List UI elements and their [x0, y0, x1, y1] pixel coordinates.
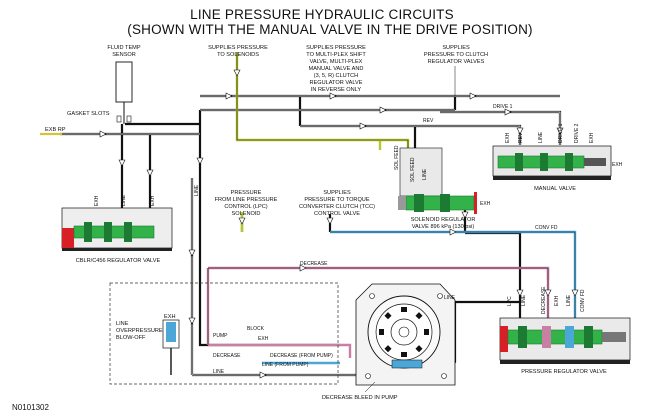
overpressure-label-3: BLOW-OFF: [116, 335, 146, 341]
svg-text:PRESSURE TO TORQUE: PRESSURE TO TORQUE: [304, 197, 369, 203]
svg-text:CONTROL (LPC): CONTROL (LPC): [224, 204, 267, 210]
cblr-port-labels: EXH LINE EXH: [94, 194, 156, 206]
fluid-temp-label-2: SENSOR: [112, 52, 136, 58]
block-label: BLOCK: [247, 326, 265, 332]
svg-text:REV: REV: [518, 132, 524, 143]
pipe-highlights: [60, 95, 561, 376]
manual-valve-port-labels: EXH REV LINE DRIVE 1 DRIVE 2 EXH EXH: [505, 123, 623, 168]
box-line-label: LINE: [213, 369, 225, 375]
svg-text:EXH: EXH: [94, 195, 100, 206]
svg-text:(3, 5, R) CLUTCH: (3, 5, R) CLUTCH: [314, 73, 358, 79]
lpc-annotation: PRESSURE FROM LINE PRESSURE CONTROL (LPC…: [215, 190, 278, 217]
svg-text:EXH: EXH: [612, 162, 623, 168]
svg-text:EXH: EXH: [589, 132, 595, 143]
svg-text:CONV FD: CONV FD: [580, 289, 586, 312]
pump-assembly: [355, 283, 456, 386]
fluid-temp-label-1: FLUID TEMP: [107, 45, 140, 51]
svg-text:REGULATOR VALVES: REGULATOR VALVES: [428, 59, 485, 65]
decrease-label-2: DECREASE: [213, 353, 241, 359]
svg-text:LINE: LINE: [121, 194, 127, 206]
svg-text:SOLENOID: SOLENOID: [232, 211, 261, 217]
svg-text:SUPPLIES PRESSURE: SUPPLIES PRESSURE: [306, 45, 366, 51]
svg-text:LINE: LINE: [521, 294, 527, 306]
svg-text:VALVE, MULTI-PLEX: VALVE, MULTI-PLEX: [310, 59, 363, 65]
svg-text:EXH: EXH: [150, 195, 156, 206]
svg-text:MANUAL VALVE AND: MANUAL VALVE AND: [309, 66, 364, 72]
sol-reg-line-label: LINE: [422, 168, 428, 180]
diagram-title-line-2: (SHOWN WITH THE MANUAL VALVE IN THE DRIV…: [127, 22, 533, 37]
svg-text:SUPPLIES: SUPPLIES: [323, 190, 351, 196]
figure-id: N0101302: [12, 403, 49, 412]
cblr-regulator-valve: [61, 207, 173, 251]
supplies-solenoids-label-1: SUPPLIES PRESSURE: [208, 45, 268, 51]
decrease-label: DECREASE: [300, 261, 328, 267]
manual-valve: [492, 145, 612, 180]
exb-rp-label: EXB RP: [45, 127, 66, 133]
svg-text:IN REVERSE ONLY: IN REVERSE ONLY: [311, 87, 362, 93]
left-line-label: LINE: [194, 184, 200, 196]
svg-text:PRESSURE TO CLUTCH: PRESSURE TO CLUTCH: [424, 52, 488, 58]
pump-label: PUMP: [213, 333, 228, 339]
svg-text:PRESSURE: PRESSURE: [231, 190, 262, 196]
svg-text:CONVERTER CLUTCH (TCC): CONVERTER CLUTCH (TCC): [299, 204, 375, 210]
svg-text:SUPPLIES: SUPPLIES: [442, 45, 470, 51]
svg-text:EXH: EXH: [554, 295, 560, 306]
blow-off-exh-label: EXH: [164, 314, 176, 320]
decrease-bleed-label: DECREASE BLEED IN PUMP: [322, 395, 398, 401]
multiplex-annotation: SUPPLIES PRESSURE TO MULTI-PLEX SHIFT VA…: [306, 45, 366, 93]
svg-text:FROM LINE PRESSURE: FROM LINE PRESSURE: [215, 197, 278, 203]
svg-text:LINE: LINE: [538, 131, 544, 143]
pressure-regulator-valve: [499, 317, 631, 364]
overpressure-label-2: OVERPRESSURE: [116, 328, 163, 334]
sol-feed-label-2: SOL FEED: [410, 157, 416, 182]
line-from-pump-label: LINE (FROM PUMP): [262, 362, 309, 368]
gasket-slots-label: GASKET SLOTS: [67, 111, 110, 117]
blow-off-valve: [162, 319, 180, 375]
rev-label: REV: [423, 118, 434, 124]
sol-reg-label-1: SOLENOID REGULATOR: [411, 217, 476, 223]
prv-label: PRESSURE REGULATOR VALVE: [521, 369, 607, 375]
sol-reg-exh-label: EXH: [480, 201, 491, 207]
svg-text:DECREASE: DECREASE: [541, 286, 547, 314]
gasket-slot-marks: [116, 115, 132, 123]
svg-text:EXH: EXH: [505, 132, 511, 143]
tcc-annotation: SUPPLIES PRESSURE TO TORQUE CONVERTER CL…: [299, 190, 375, 217]
svg-text:LINE: LINE: [566, 294, 572, 306]
supplies-solenoids-label-2: TO SOLENOIDS: [217, 52, 259, 58]
svg-text:REGULATOR VALVE: REGULATOR VALVE: [309, 80, 362, 86]
pump-line-label: LINE: [444, 295, 456, 301]
decrease-from-pump-label: DECREASE (FROM PUMP): [270, 353, 333, 359]
fluid-temp-sensor: [115, 61, 133, 124]
svg-text:TO MULTI-PLEX SHIFT: TO MULTI-PLEX SHIFT: [306, 52, 366, 58]
sol-reg-label-2: VALVE 896 kPa (130 psi): [412, 224, 475, 230]
clutch-annotation: SUPPLIES PRESSURE TO CLUTCH REGULATOR VA…: [424, 45, 488, 65]
pump-exh-label: EXH: [258, 336, 269, 342]
diagram-title-line-1: LINE PRESSURE HYDRAULIC CIRCUITS: [190, 7, 454, 22]
svg-text:DRIVE 1: DRIVE 1: [558, 123, 564, 143]
drive1-label: DRIVE 1: [493, 104, 513, 110]
overpressure-region: [109, 282, 339, 385]
overpressure-label-1: LINE: [116, 321, 129, 327]
solenoid-regulator-valve: [398, 147, 477, 214]
svg-text:LPC: LPC: [507, 296, 513, 306]
conv-fd-label: CONV FD: [535, 225, 558, 231]
svg-text:DRIVE 2: DRIVE 2: [574, 123, 580, 143]
prv-port-labels: LPC LINE DECREASE EXH LINE CONV FD: [507, 286, 586, 314]
sol-feed-label-1: SOL FEED: [394, 145, 400, 170]
cblr-label: CBLR/C456 REGULATOR VALVE: [76, 258, 161, 264]
svg-text:CONTROL VALVE: CONTROL VALVE: [314, 211, 360, 217]
manual-valve-label: MANUAL VALVE: [534, 186, 576, 192]
